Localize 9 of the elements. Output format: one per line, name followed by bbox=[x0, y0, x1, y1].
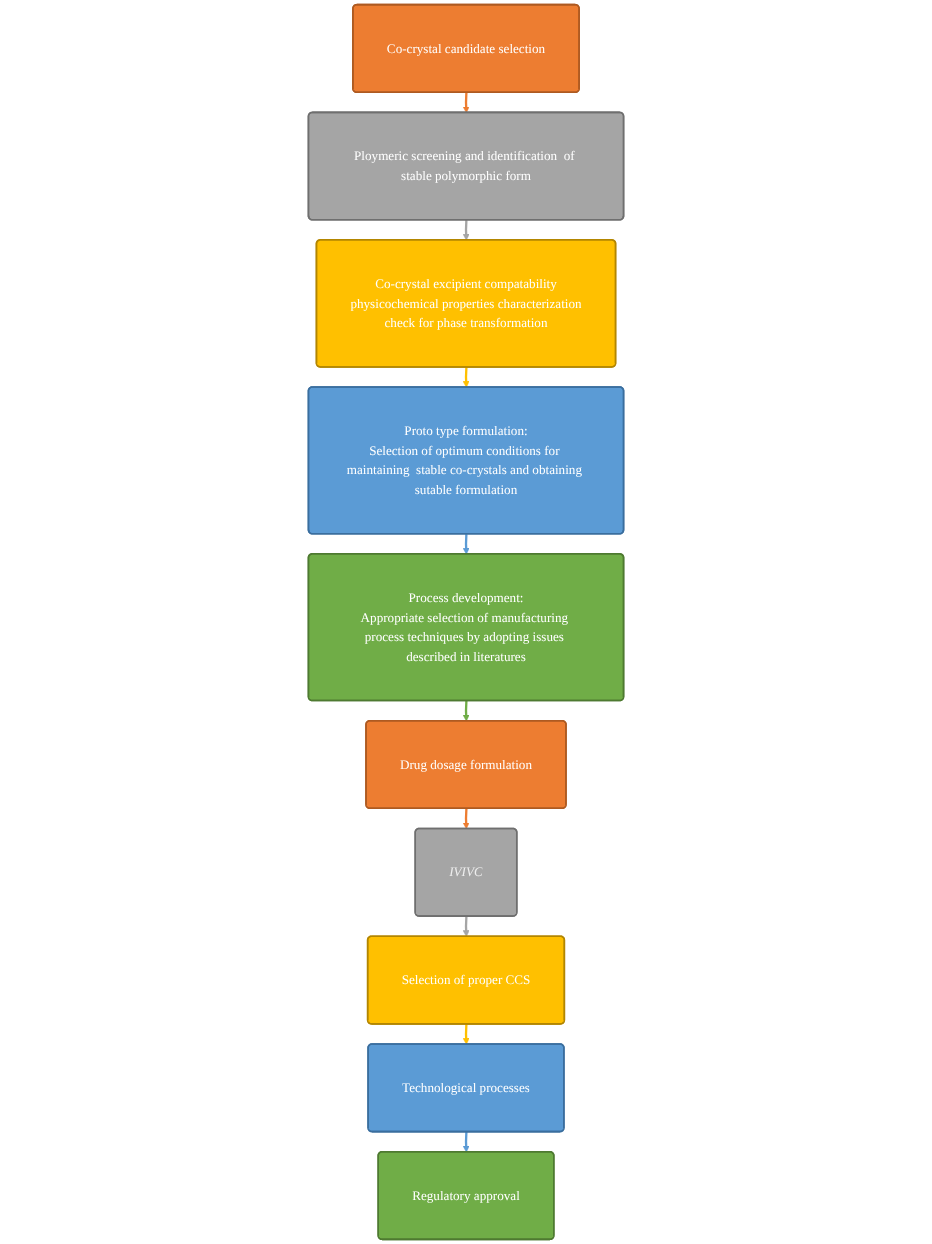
arrow bbox=[462, 1024, 470, 1045]
arrow bbox=[462, 1131, 470, 1153]
arrow bbox=[462, 534, 470, 555]
arrow bbox=[462, 700, 470, 722]
arrow bbox=[462, 367, 470, 388]
arrow bbox=[462, 220, 470, 241]
arrow bbox=[462, 92, 470, 114]
arrow bbox=[462, 808, 470, 830]
arrow bbox=[462, 916, 470, 937]
